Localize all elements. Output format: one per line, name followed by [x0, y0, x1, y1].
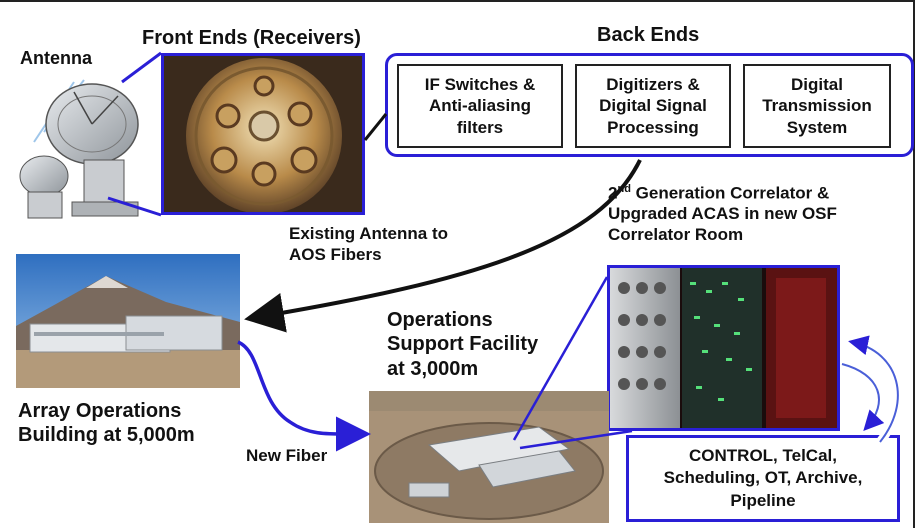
back-ends-label: Back Ends [597, 24, 700, 46]
dts-line2: Transmission [762, 96, 872, 116]
software-line3: Pipeline [730, 490, 796, 510]
osf-label: Operations Support Facility at 3,000m [387, 308, 538, 381]
aob-photo [16, 254, 240, 388]
software-box: CONTROL, TelCal,Scheduling, OT, Archive,… [626, 435, 900, 522]
if-switches-line3: filters [456, 117, 504, 137]
correlator-line2: Upgraded ACAS in new OSF [608, 204, 837, 224]
aob-label: Array Operations Building at 5,000m [18, 399, 195, 448]
software-line2: Scheduling, OT, Archive, [663, 468, 863, 488]
osf-line1: Operations [387, 309, 493, 331]
osf-photo [369, 391, 609, 523]
digitizers-line2: Digital Signal [599, 96, 707, 116]
dts-line3: System [786, 117, 848, 137]
existing-fibers-label: Existing Antenna to AOS Fibers [289, 224, 448, 265]
software-forward-arrow [841, 363, 885, 431]
aob-line1: Array Operations [18, 400, 182, 422]
osf-line2: Support Facility [387, 333, 539, 356]
frontend-backend-link [363, 113, 388, 141]
new-fiber-label: New Fiber [246, 446, 328, 465]
existing-fibers-line2: AOS Fibers [289, 244, 382, 264]
correlator-line1-text: Generation Correlator & [630, 183, 830, 203]
osf-line3: at 3,000m [387, 357, 479, 380]
new-fiber-arrow [237, 340, 371, 452]
receiver-cryostat-photo [164, 56, 362, 212]
correlator-line1-sup: nd [617, 183, 631, 195]
antenna-label: Antenna [20, 48, 92, 68]
correlator-line3: Correlator Room [608, 225, 744, 245]
correlator-label: 2nd Generation Correlator & Upgraded ACA… [608, 183, 837, 246]
correlator-room-photo [610, 268, 837, 428]
front-ends-label: Front Ends (Receivers) [142, 27, 361, 49]
antenna-illustration [19, 79, 139, 219]
dts-line1: Digital [791, 75, 843, 95]
digitizers-line3: Processing [607, 117, 699, 137]
digitizers-line1: Digitizers & [606, 75, 700, 95]
software-line1: CONTROL, TelCal, [689, 446, 837, 466]
software-return-arrow [848, 335, 899, 443]
software-return-arrow-fill [850, 337, 903, 445]
if-switches-line1: IF Switches & [424, 75, 536, 95]
existing-fibers-line1: Existing Antenna to [289, 224, 448, 243]
if-switches-line2: Anti-aliasing [428, 96, 531, 116]
software-forward-arrow-fill [840, 359, 884, 432]
correlator-photo-frame [607, 265, 840, 431]
aob-line2: Building at 5,000m [18, 424, 195, 447]
back-ends-group [385, 53, 914, 157]
